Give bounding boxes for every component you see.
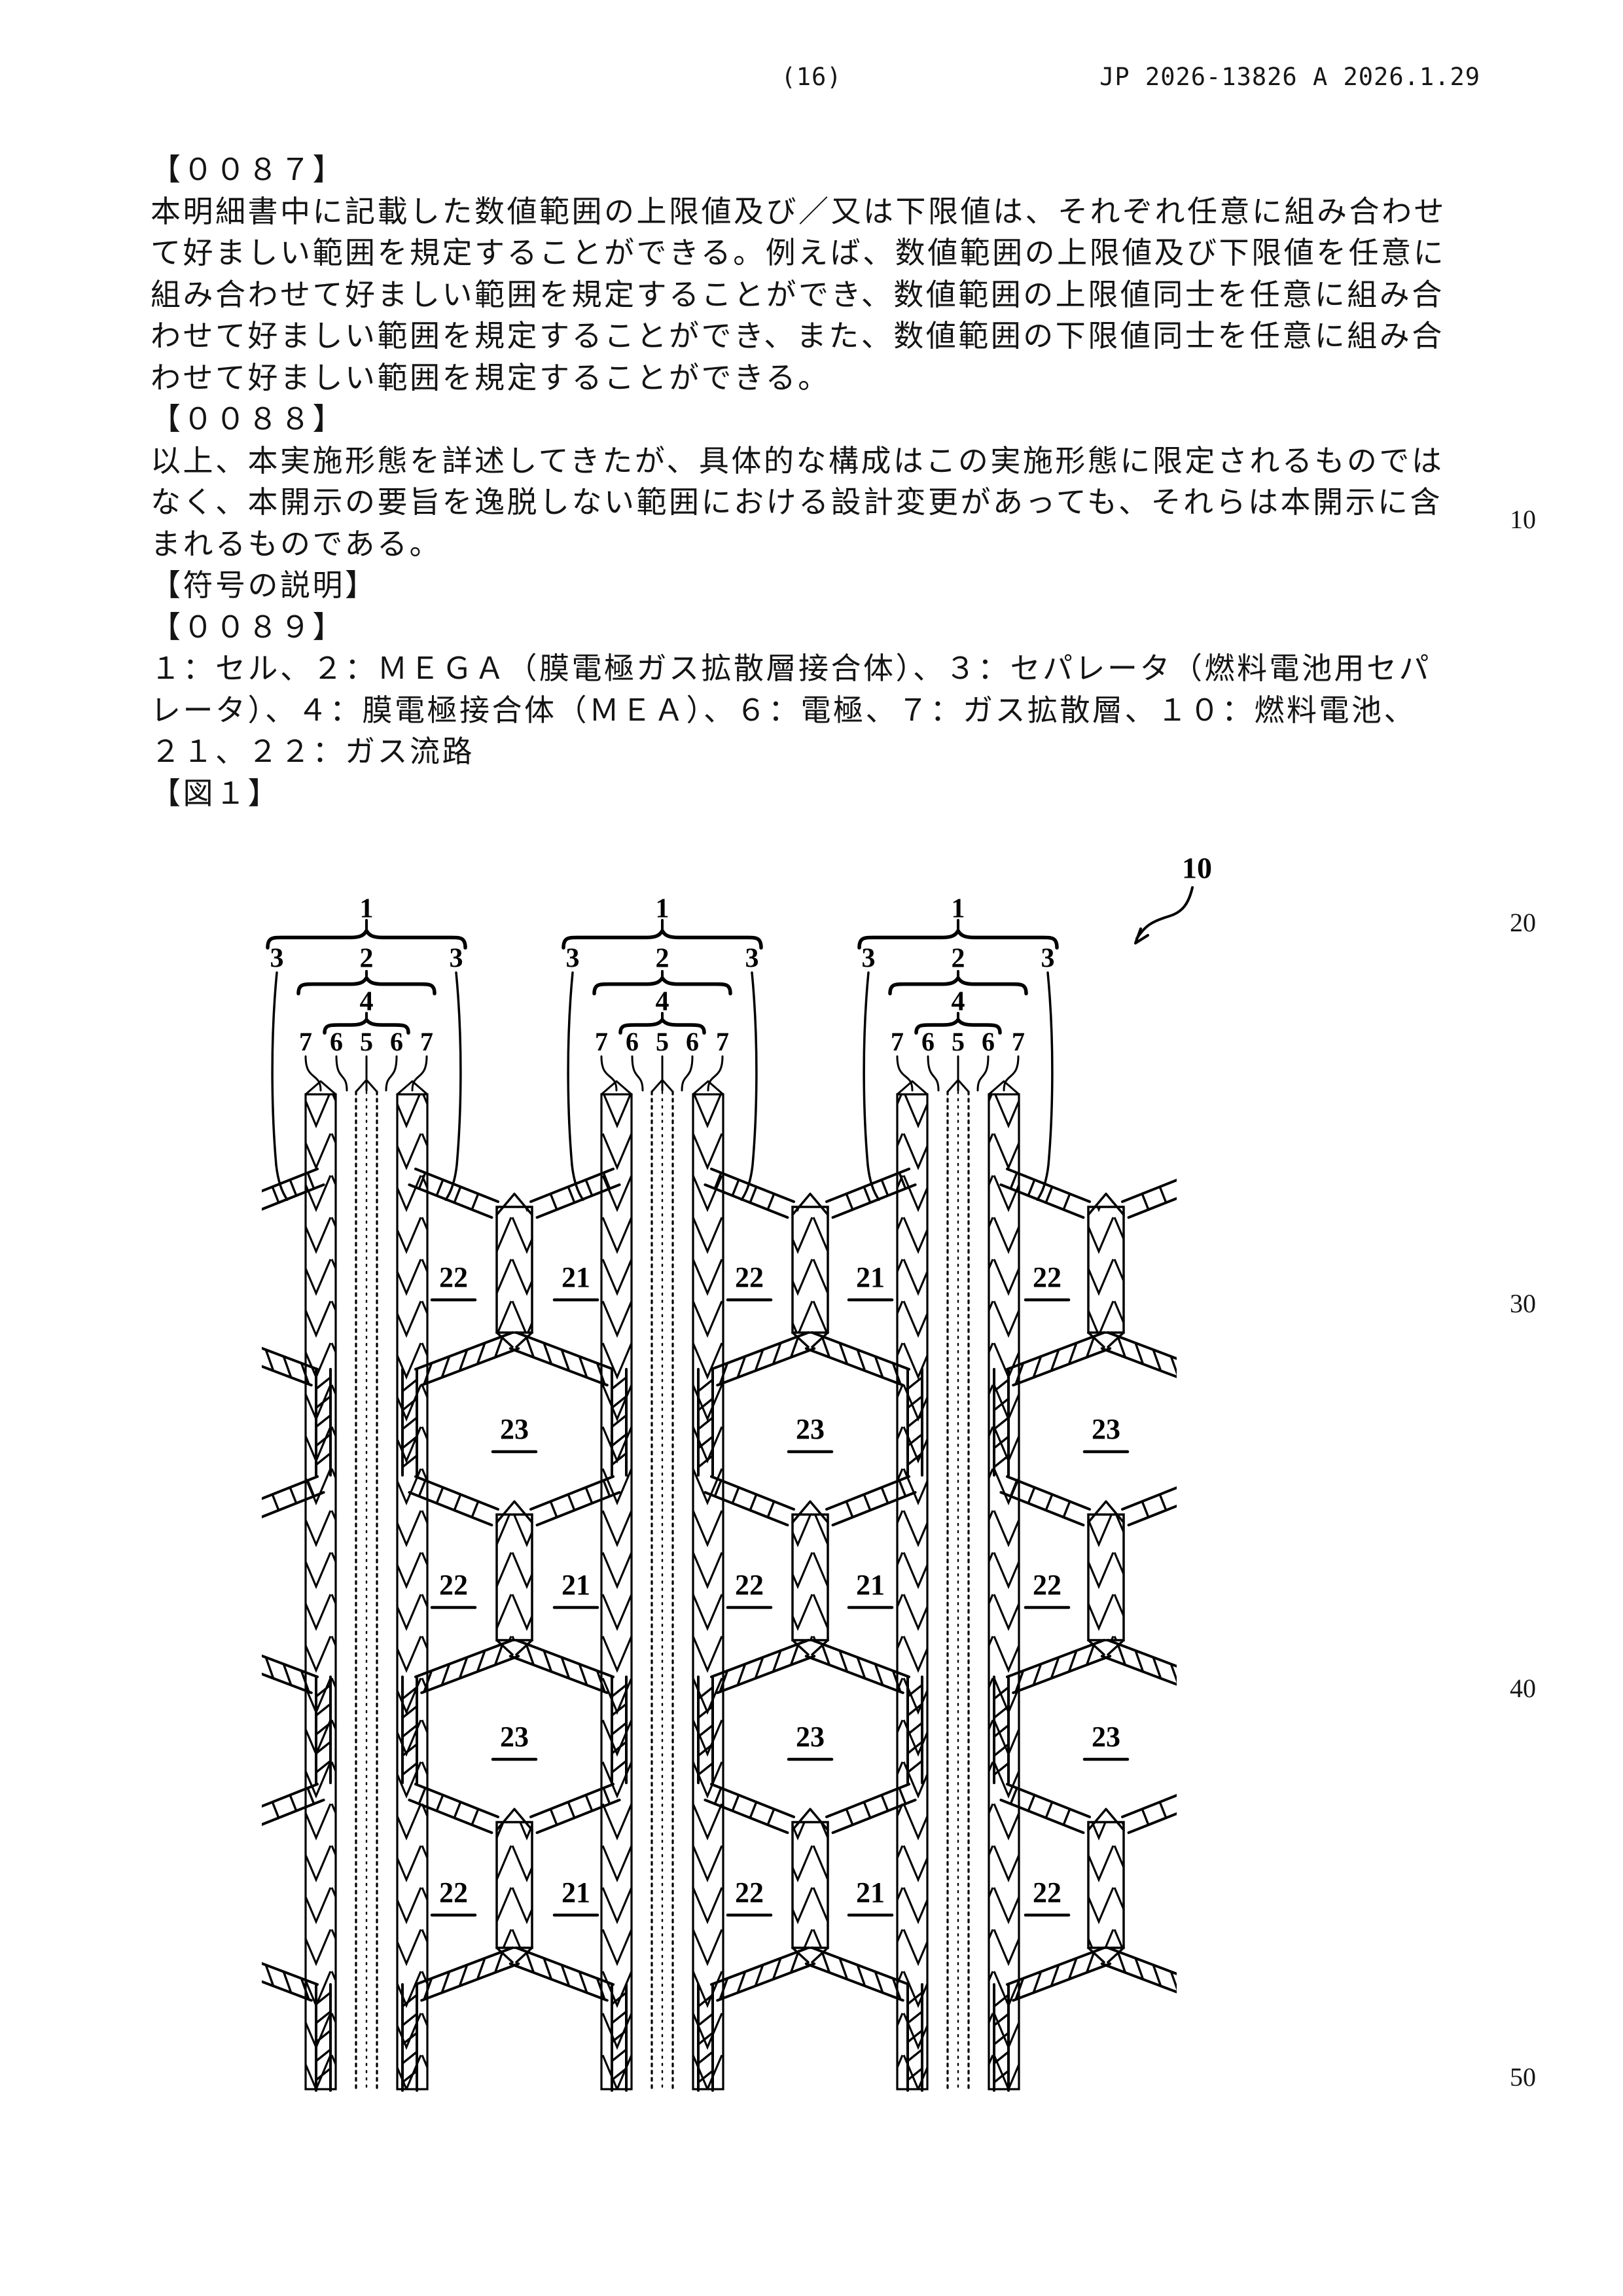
paragraph-tag: 【００８９】 [151, 610, 345, 644]
mea-ref-4: 4 [952, 987, 965, 1017]
channel-label-22: 22 [439, 1569, 468, 1601]
text-line: 以上、本実施形態を詳述してきたが、具体的な構成はこの実施形態に限定されるものでは [151, 444, 1444, 478]
margin-line-number: 20 [1510, 908, 1536, 937]
text-line: なく、本開示の要旨を逸脱しない範囲における設計変更があっても、それらは本開示に含 [151, 486, 1443, 519]
mega-ref-2: 2 [656, 944, 669, 974]
channel-label-21: 21 [856, 1569, 885, 1601]
figure-structure [262, 1079, 1177, 2092]
channel-label-23: 23 [796, 1413, 825, 1445]
text-line: まれるものである。 [151, 527, 442, 561]
layer-ref-6: 6 [982, 1027, 995, 1056]
mega-ref-2: 2 [952, 944, 965, 974]
channel-label-23: 23 [1092, 1413, 1120, 1445]
margin-line-number: 10 [1510, 505, 1536, 534]
margin-line-number: 30 [1510, 1289, 1536, 1318]
channel-label-21: 21 [562, 1569, 590, 1601]
channel-label-22: 22 [439, 1261, 468, 1293]
channel-label-23: 23 [796, 1721, 825, 1753]
cell-ref-1: 1 [360, 894, 374, 924]
channel-label-22: 22 [1033, 1876, 1061, 1909]
separator-ref-3: 3 [1041, 944, 1055, 974]
layer-ref-7: 7 [891, 1027, 904, 1056]
mea-ref-4: 4 [656, 987, 669, 1017]
layer-ref-5: 5 [656, 1027, 669, 1056]
channel-label-22: 22 [1033, 1569, 1061, 1601]
mega-ref-2: 2 [360, 944, 374, 974]
text-line: わせて好ましい範囲を規定することができる。 [151, 361, 830, 395]
text-line: わせて好ましい範囲を規定することができ、また、数値範囲の下限値同士を任意に組み合 [151, 319, 1444, 353]
page-number: (16) [781, 63, 842, 91]
margin-line-number: 40 [1510, 1674, 1536, 1703]
text-line: 本明細書中に記載した数値範囲の上限値及び／又は下限値は、それぞれ任意に組み合わせ [151, 194, 1446, 228]
layer-ref-5: 5 [360, 1027, 373, 1056]
layer-ref-7: 7 [1012, 1027, 1025, 1056]
mea-ref-4: 4 [360, 987, 374, 1017]
paragraph-tag: 【図１】 [151, 776, 280, 810]
layer-ref-7: 7 [420, 1027, 433, 1056]
channel-label-22: 22 [439, 1876, 468, 1909]
separator-ref-3: 3 [450, 944, 463, 974]
layer-ref-6: 6 [921, 1027, 935, 1056]
paragraph-tag: 【００８８】 [151, 403, 345, 436]
text-line: 組み合わせて好ましい範囲を規定することができ、数値範囲の上限値同士を任意に組み合 [151, 278, 1444, 312]
text-line: レータ）、４：膜電極接合体（ＭＥＡ）、６：電極、７：ガス拡散層、１０：燃料電池、 [151, 693, 1416, 727]
layer-ref-6: 6 [686, 1027, 699, 1056]
layer-ref-7: 7 [299, 1027, 312, 1056]
text-line: １：セル、２：ＭＥＧＡ（膜電極ガス拡散層接合体）、３：セパレータ（燃料電池用セパ [151, 652, 1431, 685]
channel-label-23: 23 [500, 1721, 529, 1753]
channel-label-22: 22 [1033, 1261, 1061, 1293]
figure-ref-10: 10 [1182, 852, 1212, 885]
channel-label-23: 23 [500, 1413, 529, 1445]
layer-ref-5: 5 [952, 1027, 965, 1056]
layer-ref-7: 7 [595, 1027, 608, 1056]
channel-label-23: 23 [1092, 1721, 1120, 1753]
margin-line-number: 50 [1510, 2062, 1536, 2092]
text-line: ２１、２２：ガス流路 [151, 735, 474, 768]
paragraph-tag: 【符号の説明】 [151, 569, 378, 602]
separator-ref-3: 3 [270, 944, 284, 974]
layer-ref-6: 6 [330, 1027, 343, 1056]
channel-label-22: 22 [735, 1569, 764, 1601]
text-line: て好ましい範囲を規定することができる。例えば、数値範囲の上限値及び下限値を任意に [151, 236, 1446, 270]
body-text: 【００８７】 本明細書中に記載した数値範囲の上限値及び／又は下限値は、それぞれ任… [151, 149, 1486, 814]
channel-label-22: 22 [735, 1261, 764, 1293]
separator-ref-3: 3 [566, 944, 580, 974]
cell-ref-1: 1 [656, 894, 669, 924]
channel-label-22: 22 [735, 1876, 764, 1909]
channel-label-21: 21 [562, 1261, 590, 1293]
channel-label-21: 21 [856, 1261, 885, 1293]
cell-ref-1: 1 [952, 894, 965, 924]
channel-label-21: 21 [856, 1876, 885, 1909]
layer-ref-7: 7 [716, 1027, 729, 1056]
layer-ref-6: 6 [626, 1027, 639, 1056]
layer-ref-6: 6 [390, 1027, 403, 1056]
paragraph-tag: 【００８７】 [151, 153, 345, 187]
separator-ref-3: 3 [745, 944, 759, 974]
channel-label-21: 21 [562, 1876, 590, 1909]
publication-reference: JP 2026-13826 A 2026.1.29 [1099, 63, 1480, 91]
separator-ref-3: 3 [862, 944, 876, 974]
